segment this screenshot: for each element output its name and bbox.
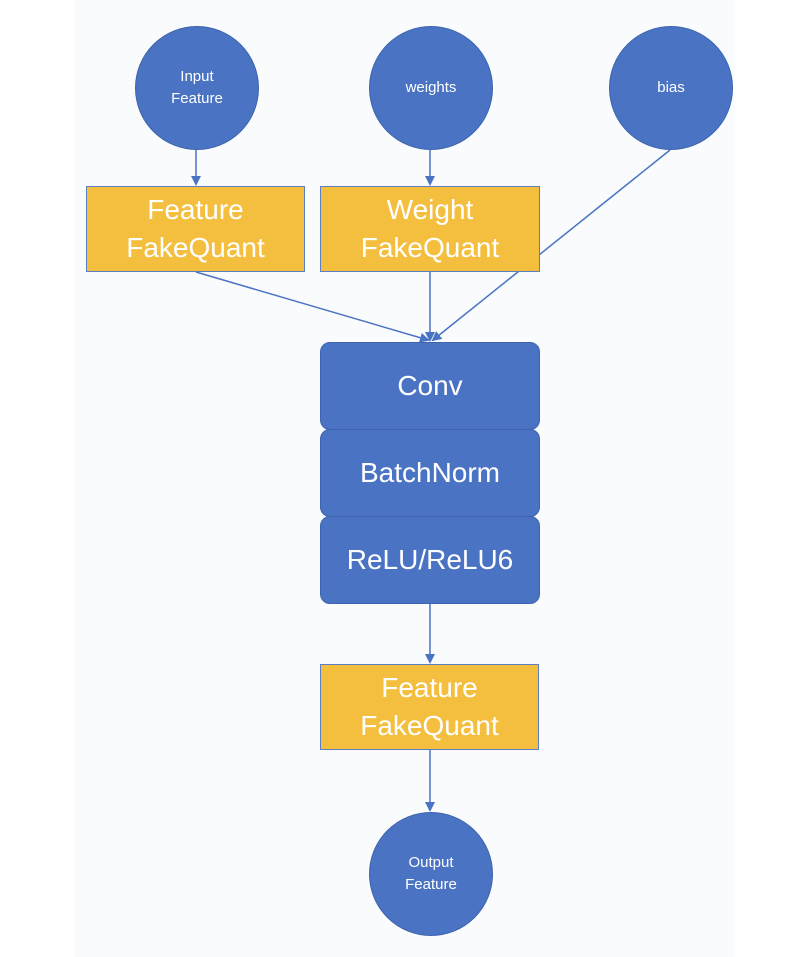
feature-fakequant-output-box: Feature FakeQuant bbox=[320, 664, 539, 750]
feature-fakequant-output-line1: Feature bbox=[381, 672, 478, 703]
input-feature-line1: Input bbox=[180, 68, 214, 85]
conv-label: Conv bbox=[397, 370, 463, 401]
batchnorm-label: BatchNorm bbox=[359, 457, 501, 488]
batchnorm-layer: BatchNorm bbox=[320, 429, 540, 517]
relu-layer: ReLU/ReLU6 bbox=[320, 516, 540, 604]
bias-node: bias bbox=[609, 26, 733, 150]
output-feature-line2: Feature bbox=[405, 876, 457, 893]
bias-label: bias bbox=[657, 79, 685, 96]
weights-label: weights bbox=[405, 79, 457, 96]
conv-layer: Conv bbox=[320, 342, 540, 430]
feature-fakequant-output-line2: FakeQuant bbox=[360, 710, 499, 741]
input-feature-line2: Feature bbox=[171, 90, 223, 107]
relu-label: ReLU/ReLU6 bbox=[346, 544, 514, 575]
feature-fakequant-input-line1: Feature bbox=[147, 194, 244, 225]
edge-bias-to-conv bbox=[431, 149, 671, 342]
feature-fakequant-input-line2: FakeQuant bbox=[126, 232, 265, 263]
weight-fakequant-box: Weight FakeQuant bbox=[320, 186, 540, 272]
output-feature-node: Output Feature bbox=[369, 812, 493, 936]
edge-feature-fakequant-to-conv bbox=[195, 271, 430, 343]
weight-fakequant-line2: FakeQuant bbox=[360, 232, 500, 263]
feature-fakequant-input-box: Feature FakeQuant bbox=[86, 186, 305, 272]
weight-fakequant-line1: Weight bbox=[386, 194, 474, 225]
weights-node: weights bbox=[369, 26, 493, 150]
output-feature-line1: Output bbox=[408, 854, 454, 871]
input-feature-node: Input Feature bbox=[135, 26, 259, 150]
